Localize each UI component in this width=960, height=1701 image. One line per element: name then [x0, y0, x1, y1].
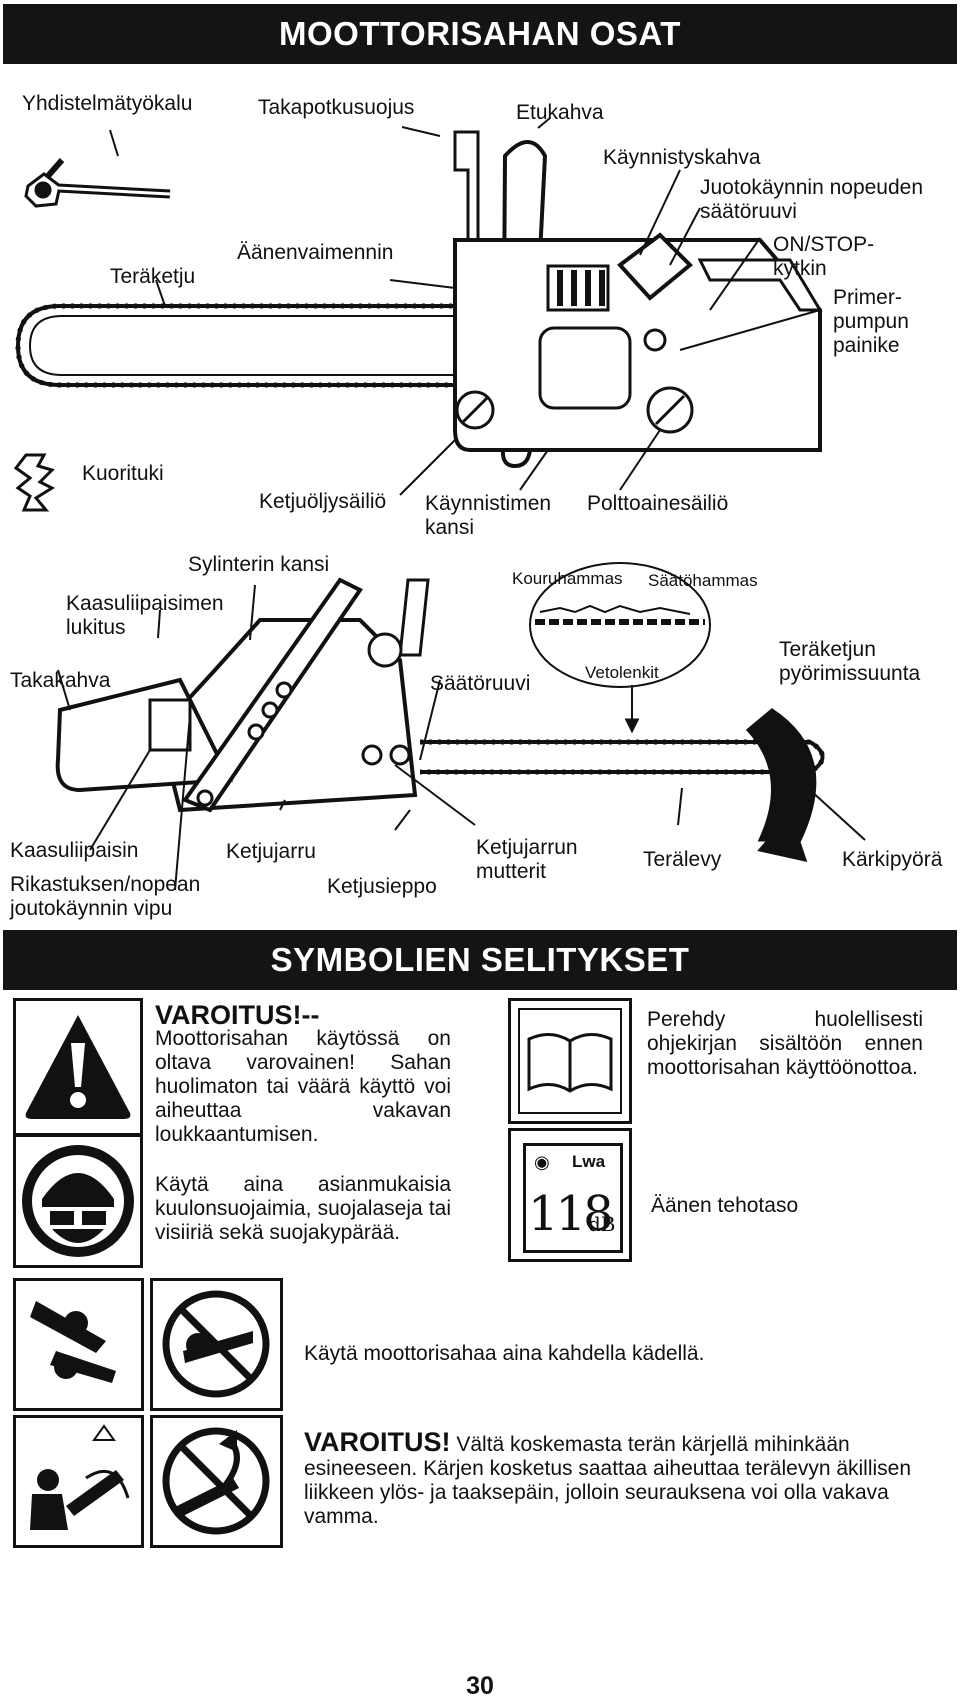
- protection-paragraph: Käytä aina asianmukaisia kuulonsuojaimia…: [155, 1173, 451, 1244]
- page-number: 30: [466, 1672, 494, 1700]
- label-rear-handle: Takakahva: [10, 669, 111, 692]
- kickback-icon: [30, 1424, 130, 1530]
- chain-detail-circle: [529, 562, 711, 688]
- label-onstop-switch: ON/STOP-kytkin: [773, 233, 875, 280]
- rotation-arrow-icon: [745, 708, 817, 842]
- kickback-pictogram-box: [13, 1415, 144, 1548]
- label-oil-tank: Ketjuöljysäiliö: [259, 490, 387, 513]
- manual-symbol-box: [508, 998, 632, 1124]
- label-starter-handle: Käynnistyskahva: [603, 146, 761, 169]
- page-title: MOOTTORISAHAN OSAT: [3, 4, 957, 64]
- speaker-icon: ◉: [534, 1152, 550, 1172]
- noise-symbol-box: ◉ Lwa 118 dB: [508, 1128, 632, 1262]
- label-drive-links: Vetolenkit: [585, 663, 659, 682]
- two-hands-icon: [30, 1301, 116, 1383]
- one-hand-prohibited-icon: [162, 1290, 270, 1398]
- label-chain-catcher: Ketjusieppo: [327, 875, 437, 898]
- lwa-label: Lwa: [572, 1152, 606, 1171]
- kickback-paragraph: VAROITUS! Vältä koskemasta terän kärjell…: [304, 1427, 912, 1529]
- bark-spike-icon: [13, 453, 56, 512]
- two-hands-pictogram-box: [13, 1278, 144, 1411]
- label-depth-gauge: Säätöhammas: [648, 571, 758, 590]
- chain-brake: [181, 577, 363, 813]
- label-combination-tool: Yhdistelmätyökalu: [22, 92, 193, 115]
- warning-symbol-box: [13, 998, 143, 1136]
- kickback-guard: [453, 130, 480, 242]
- symbols-title: SYMBOLIEN SELITYKSET: [3, 930, 957, 990]
- tip-contact-prohibited-box: [150, 1415, 283, 1548]
- manual-paragraph: Perehdy huolellisesti ohjekirjan sisältö…: [647, 1008, 923, 1079]
- tip-contact-prohibited-icon: [162, 1427, 270, 1535]
- chainsaw-diagram-bottom: [55, 562, 866, 891]
- label-guide-bar: Terälevy: [643, 848, 722, 871]
- label-saw-chain: Teräketju: [110, 265, 196, 288]
- label-front-handle: Etukahva: [516, 101, 604, 124]
- noise-label-frame: ◉ Lwa 118 dB: [523, 1143, 623, 1253]
- noise-unit: dB: [588, 1212, 616, 1236]
- open-book-icon: [518, 1008, 622, 1114]
- warning-paragraph: VAROITUS!-- Moottorisahan käytössä on ol…: [155, 1000, 451, 1147]
- two-hands-paragraph: Käytä moottorisahaa aina kahdella kädell…: [304, 1342, 705, 1365]
- one-hand-prohibited-box: [150, 1278, 283, 1411]
- label-throttle-trigger: Kaasuliipaisin: [10, 839, 139, 862]
- label-cylinder-cover: Sylinterin kansi: [188, 553, 330, 576]
- label-adjust-screw: Säätöruuvi: [430, 672, 531, 695]
- combination-tool-icon: [24, 158, 171, 208]
- guide-bar-chain: [15, 303, 470, 388]
- label-chain-brake: Ketjujarru: [226, 840, 316, 863]
- label-kickback-guard: Takapotkusuojus: [258, 96, 415, 119]
- label-bark-spike: Kuorituki: [82, 462, 164, 485]
- label-fuel-tank: Polttoainesäiliö: [587, 492, 729, 515]
- chainsaw-diagram-top: [13, 117, 823, 512]
- warning-triangle-icon: [25, 1015, 131, 1119]
- label-cutter: Kouruhammas: [512, 569, 623, 588]
- safety-gear-icon: [22, 1145, 134, 1257]
- noise-value: 118: [528, 1186, 614, 1242]
- label-bar-tip-sprocket: Kärkipyörä: [842, 848, 943, 871]
- protection-symbol-box: [13, 1134, 143, 1268]
- noise-paragraph: Äänen tehotaso: [651, 1194, 799, 1217]
- label-muffler: Äänenvaimennin: [237, 241, 394, 264]
